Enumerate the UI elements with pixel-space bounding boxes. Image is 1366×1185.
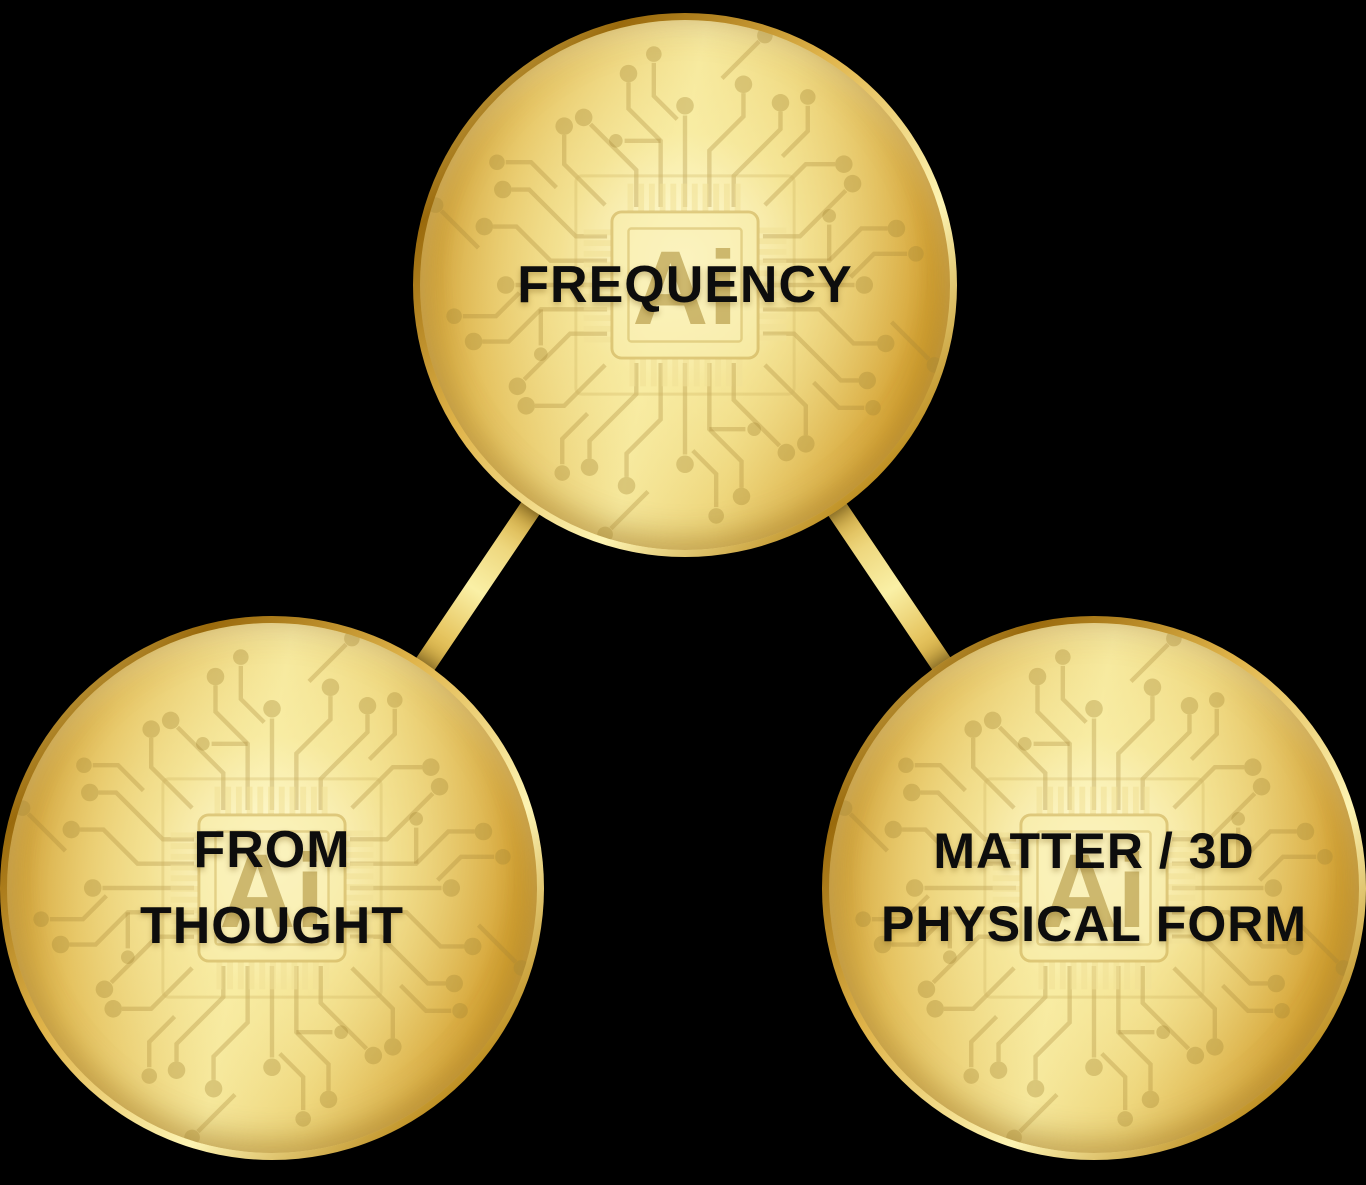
node-label-line: PHYSICAL FORM bbox=[881, 896, 1307, 952]
node-label-line: FREQUENCY bbox=[517, 255, 853, 314]
coin-face: MATTER / 3D PHYSICAL FORM bbox=[829, 623, 1359, 1153]
node-label: MATTER / 3D PHYSICAL FORM bbox=[829, 623, 1359, 1153]
node-matter-3d-physical-form: MATTER / 3D PHYSICAL FORM bbox=[822, 616, 1366, 1160]
node-label-line: THOUGHT bbox=[139, 897, 405, 955]
node-from-thought: FROM THOUGHT bbox=[0, 616, 544, 1160]
coin-face: FREQUENCY bbox=[420, 20, 950, 550]
coin-face: FROM THOUGHT bbox=[7, 623, 537, 1153]
node-frequency: FREQUENCY bbox=[413, 13, 957, 557]
node-label: FROM THOUGHT bbox=[7, 623, 537, 1153]
node-label: FREQUENCY bbox=[420, 20, 950, 550]
node-label-line: MATTER / 3D bbox=[933, 822, 1255, 879]
node-label-line: FROM bbox=[193, 820, 351, 879]
